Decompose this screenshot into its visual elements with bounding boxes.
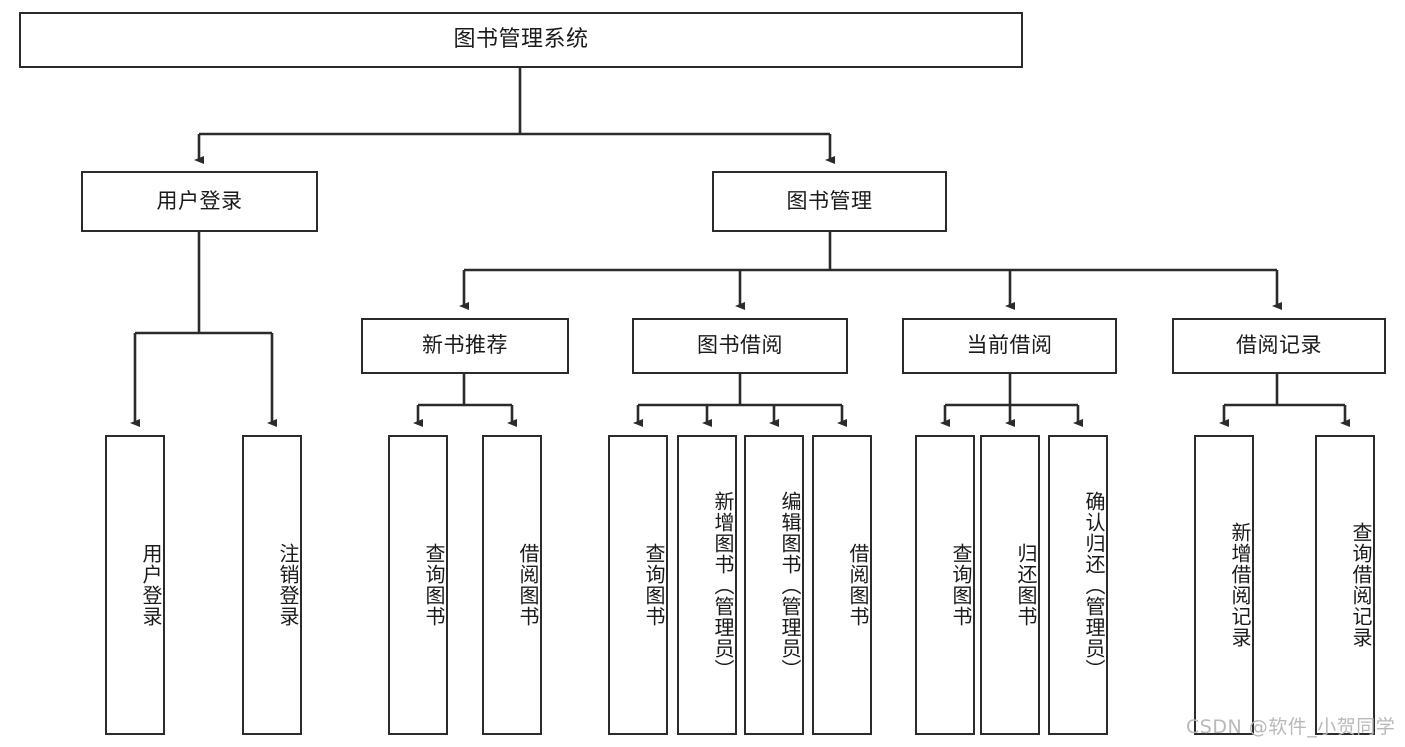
leaf-logout[interactable]: 注销登录 [242, 435, 302, 735]
node-new-book-recommend-label: 新书推荐 [422, 333, 508, 358]
leaf-add-record-label: 新增借阅记录 [1228, 522, 1252, 648]
leaf-borrow-book-2-label: 借阅图书 [846, 543, 870, 627]
leaf-return-book-label: 归还图书 [1014, 543, 1038, 627]
leaf-add-book-label: 新增图书（管理员） [711, 490, 735, 680]
leaf-query-book-3[interactable]: 查询图书 [915, 435, 975, 735]
leaf-user-login-label: 用户登录 [139, 543, 163, 627]
leaf-borrow-book-1-label: 借阅图书 [516, 543, 540, 627]
leaf-logout-label: 注销登录 [276, 543, 300, 627]
leaf-query-book-3-label: 查询图书 [949, 543, 973, 627]
node-user-login[interactable]: 用户登录 [81, 171, 318, 232]
node-book-borrow[interactable]: 图书借阅 [632, 318, 848, 374]
leaf-edit-book-label: 编辑图书（管理员） [778, 490, 802, 680]
node-book-borrow-label: 图书借阅 [697, 333, 783, 358]
node-new-book-recommend[interactable]: 新书推荐 [361, 318, 569, 374]
leaf-confirm-return-label: 确认归还（管理员） [1082, 490, 1106, 680]
csdn-watermark: CSDN @软件_小贺同学 [1186, 716, 1396, 738]
node-book-manage[interactable]: 图书管理 [712, 171, 947, 232]
leaf-add-record[interactable]: 新增借阅记录 [1194, 435, 1254, 735]
leaf-borrow-book-2[interactable]: 借阅图书 [812, 435, 872, 735]
leaf-return-book[interactable]: 归还图书 [980, 435, 1040, 735]
leaf-query-book-2-label: 查询图书 [642, 543, 666, 627]
leaf-query-book-1[interactable]: 查询图书 [388, 435, 448, 735]
node-current-borrow[interactable]: 当前借阅 [902, 318, 1117, 374]
leaf-query-record-label: 查询借阅记录 [1349, 522, 1373, 648]
node-current-borrow-label: 当前借阅 [966, 333, 1053, 358]
leaf-add-book[interactable]: 新增图书（管理员） [677, 435, 737, 735]
leaf-confirm-return[interactable]: 确认归还（管理员） [1048, 435, 1108, 735]
node-book-manage-label: 图书管理 [786, 188, 873, 213]
leaf-edit-book[interactable]: 编辑图书（管理员） [744, 435, 804, 735]
node-borrow-record-label: 借阅记录 [1236, 333, 1322, 358]
leaf-query-book-1-label: 查询图书 [422, 543, 446, 627]
leaf-borrow-book-1[interactable]: 借阅图书 [482, 435, 542, 735]
node-root[interactable]: 图书管理系统 [19, 12, 1023, 68]
leaf-query-book-2[interactable]: 查询图书 [608, 435, 668, 735]
leaf-query-record[interactable]: 查询借阅记录 [1315, 435, 1375, 735]
node-user-login-label: 用户登录 [156, 188, 243, 213]
leaf-user-login[interactable]: 用户登录 [105, 435, 165, 735]
node-root-label: 图书管理系统 [453, 26, 589, 52]
node-borrow-record[interactable]: 借阅记录 [1172, 318, 1386, 374]
